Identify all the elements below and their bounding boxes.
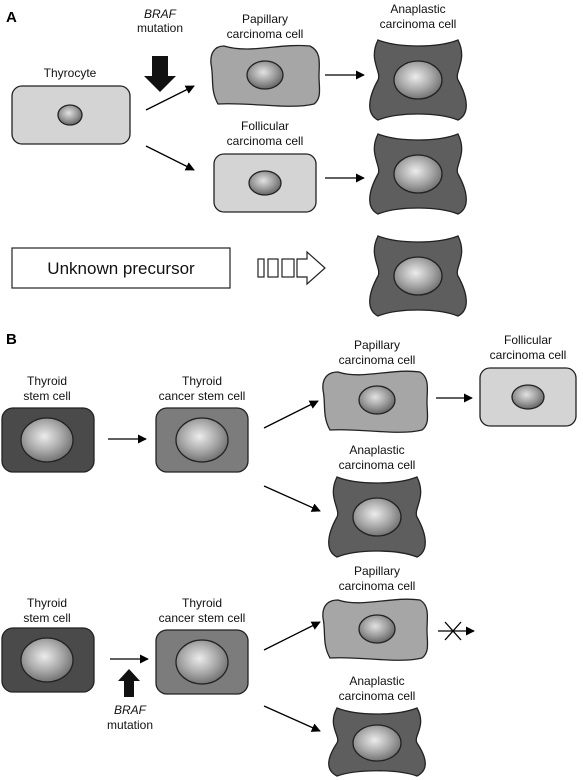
unknown-precursor-box [11,247,231,289]
anaplastic-nucleus-a-middle [393,154,443,194]
panel-a-label: A [6,9,17,26]
panel-b-label: B [6,331,17,348]
mutation-label-b: mutation [107,718,153,732]
anaplastic-nucleus-b-bottom [352,724,402,762]
papillary-label-b-1: Papillary [354,338,400,352]
anaplastic-label-a-2: carcinoma cell [380,17,457,31]
stem-nucleus-b-bottom [20,637,74,683]
thyrocyte-nucleus [57,104,83,126]
anaplastic-nucleus-a-bottom [393,256,443,296]
braf-label-a: BRAF [144,7,177,21]
unknown-precursor-label: Unknown precursor [47,259,195,278]
papillary-label-b2-2: carcinoma cell [339,579,416,593]
papillary-label-a-2: carcinoma cell [227,27,304,41]
anaplastic-label-b-2: carcinoma cell [339,458,416,472]
follicular-label-a-1: Follicular [241,119,289,133]
papillary-label-a-1: Papillary [242,12,288,26]
anaplastic-nucleus-a-top [393,60,443,100]
papillary-nucleus-b-bottom [358,614,396,644]
cancer-stem-label-b-1: Thyroid [182,374,222,388]
cancer-stem-label-b2-2: cancer stem cell [159,611,246,625]
follicular-label-b-2: carcinoma cell [490,348,567,362]
arrow-cancer-stem-to-anaplastic-b-top [263,485,321,512]
braf-block-arrow-a [144,56,176,92]
stem-label-b2-1: Thyroid [27,596,67,610]
papillary-label-b2-1: Papillary [354,564,400,578]
stem-label-b2-2: stem cell [23,611,70,625]
papillary-label-b-2: carcinoma cell [339,353,416,367]
arrow-cancer-stem-to-papillary-b-bottom [263,621,321,651]
braf-block-arrow-b [118,669,140,697]
mutation-label-a: mutation [137,21,183,35]
anaplastic-label-b2-1: Anaplastic [349,674,404,688]
cancer-stem-nucleus-b-top [175,417,229,463]
follicular-nucleus-a [248,170,282,196]
arrow-thyrocyte-to-follicular [145,145,195,171]
anaplastic-label-b-1: Anaplastic [349,443,404,457]
anaplastic-label-a-1: Anaplastic [390,2,445,16]
cancer-stem-label-b-2: cancer stem cell [159,389,246,403]
arrow-thyrocyte-to-papillary [145,85,195,111]
follicular-label-a-2: carcinoma cell [227,134,304,148]
papillary-nucleus-a [246,60,284,90]
arrow-cancer-stem-to-anaplastic-b-bottom [263,705,321,732]
cancer-stem-nucleus-b-bottom [175,639,229,685]
arrow-cancer-stem-to-papillary-b-top [263,400,319,429]
cancer-stem-label-b2-1: Thyroid [182,596,222,610]
anaplastic-label-b2-2: carcinoma cell [339,689,416,703]
stem-nucleus-b-top [20,417,74,463]
anaplastic-nucleus-b-top [352,497,402,537]
follicular-nucleus-b [511,384,545,410]
unknown-precursor-arrow [257,250,326,286]
braf-label-b: BRAF [114,703,147,717]
thyrocyte-label: Thyrocyte [44,66,97,80]
follicular-label-b-1: Follicular [504,333,552,347]
blocked-arrow [438,621,475,641]
papillary-nucleus-b-top [358,385,396,415]
stem-label-b-2: stem cell [23,389,70,403]
stem-label-b-1: Thyroid [27,374,67,388]
